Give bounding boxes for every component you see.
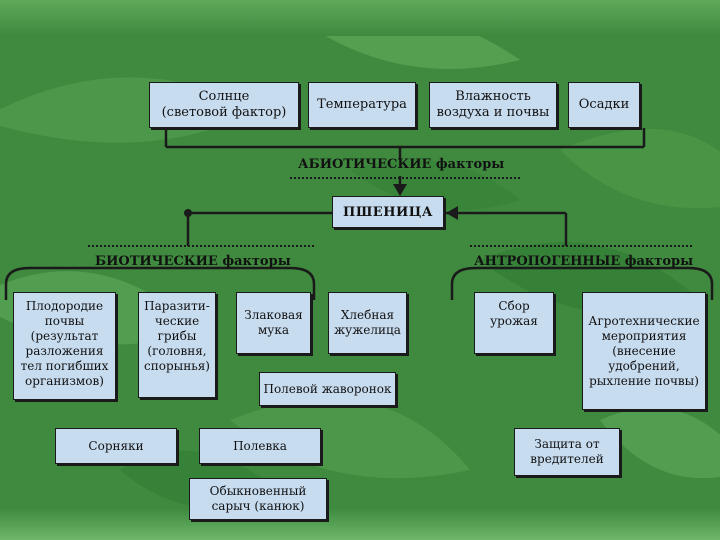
biotic-factors-label: БИОТИЧЕСКИЕ факторы <box>95 254 291 269</box>
biotic-weeds-box: Сорняки <box>55 428 177 464</box>
abiotic-humidity-box: Влажность воздуха и почвы <box>429 82 557 128</box>
biotic-skylark-box: Полевой жаворонок <box>259 372 396 406</box>
wheat-box: ПШЕНИЦА <box>332 196 444 228</box>
biotic-vole-box: Полевка <box>199 428 321 464</box>
abiotic-sun-box: Солнце (световой фактор) <box>149 82 299 128</box>
anthropogenic-pest-protection-box: Защита от вредителей <box>514 428 620 476</box>
abiotic-temperature-box: Температура <box>308 82 416 128</box>
biotic-soil-fertility-box: Плодородие почвы (результат разложения т… <box>13 292 116 400</box>
biotic-grain-flour-box: Злаковая мука <box>236 292 311 354</box>
anthropogenic-agrotechnical-box: Агротехнические мероприятия (внесение уд… <box>582 292 706 410</box>
abiotic-factors-label: АБИОТИЧЕСКИЕ факторы <box>298 157 505 172</box>
anthropogenic-factors-label: АНТРОПОГЕННЫЕ факторы <box>474 254 694 269</box>
abiotic-precipitation-box: Осадки <box>568 82 640 128</box>
biotic-buzzard-box: Обыкновенный сарыч (канюк) <box>189 478 327 520</box>
bottom-band <box>0 508 720 540</box>
biotic-ground-beetle-box: Хлебная жужелица <box>328 292 407 354</box>
top-band <box>0 0 720 36</box>
anthropogenic-harvest-box: Сбор урожая <box>474 292 554 354</box>
biotic-parasitic-fungi-box: Паразити- ческие грибы (головня, спорынь… <box>138 292 216 398</box>
